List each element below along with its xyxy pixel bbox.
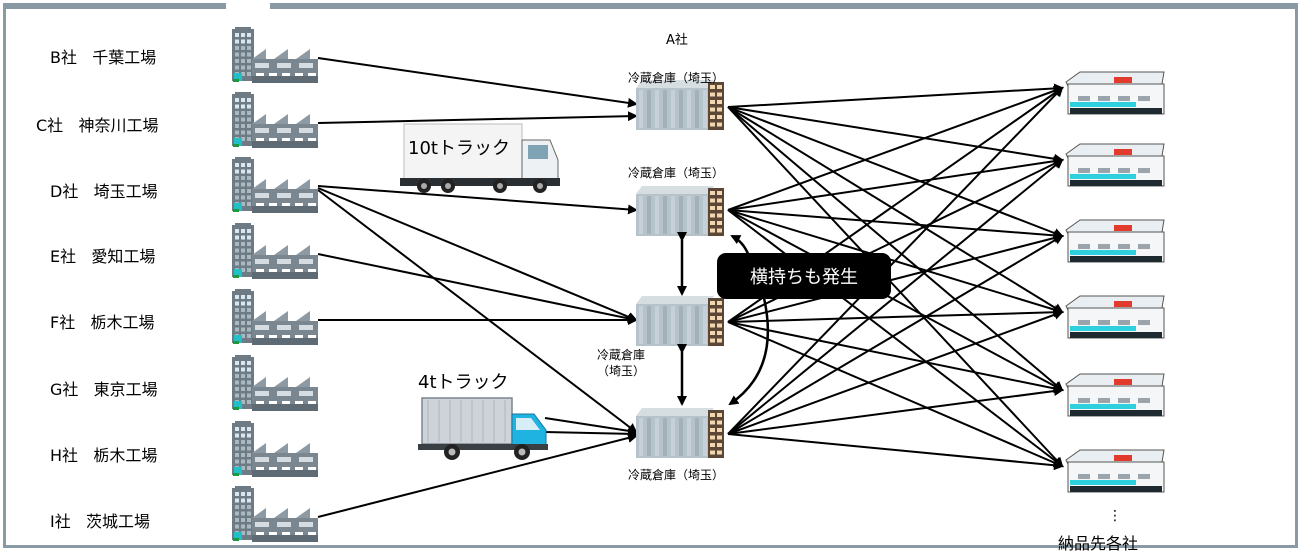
route-g-wh4	[544, 417, 638, 436]
route-wh4-dest2	[727, 158, 1064, 435]
destination-store-icon	[1065, 295, 1165, 339]
route-lines	[317, 57, 1064, 518]
warehouse-label-3: 冷蔵倉庫 （埼玉）	[597, 348, 646, 378]
destination-store-icon	[1065, 449, 1165, 493]
route-wh2-dest5	[727, 209, 1064, 391]
factory-icon	[232, 421, 318, 477]
factory-label-i: I社 茨城工場	[50, 512, 151, 531]
route-wh2-dest2	[727, 156, 1064, 211]
route-wh3-dest3	[727, 233, 1064, 323]
route-wh3-dest6	[727, 321, 1064, 468]
factory-label-d: D社 埼玉工場	[50, 182, 158, 201]
warehouse-icons	[636, 80, 724, 458]
destination-store-icon	[1065, 71, 1165, 115]
route-wh1-dest2	[727, 106, 1064, 164]
route-c-wh1	[317, 111, 638, 124]
route-h-wh4	[544, 428, 638, 439]
route-wh2-dest6	[727, 209, 1064, 468]
route-wh3-dest4	[727, 307, 1064, 323]
destination-store-icon	[1065, 219, 1165, 263]
truck-10t-label: 10tトラック	[408, 138, 510, 159]
route-wh4-dest3	[727, 234, 1064, 435]
destination-ellipsis: ⋮	[1108, 508, 1122, 524]
route-wh1-dest5	[727, 106, 1064, 392]
cross-curve-down	[728, 297, 770, 406]
route-d-wh3	[317, 187, 638, 322]
warehouse-icon	[636, 408, 724, 458]
truck-4t-label: 4tトラック	[418, 372, 509, 393]
route-wh1-dest4	[727, 106, 1064, 314]
company-a-label: A社	[666, 33, 688, 48]
factory-label-b: B社 千葉工場	[50, 48, 157, 67]
warehouse-icon	[636, 296, 724, 346]
route-wh3-dest5	[727, 321, 1064, 394]
factory-icon	[232, 289, 318, 345]
factory-icon	[232, 355, 318, 411]
factory-label-f: F社 栃木工場	[50, 313, 155, 332]
warehouse-icon	[636, 186, 724, 236]
warehouse-label-1: 冷蔵倉庫（埼玉）	[628, 71, 725, 85]
route-d-wh2	[317, 185, 638, 215]
cross-transport-badge: 横持ちも発生	[717, 253, 891, 299]
destination-icons	[1065, 71, 1165, 493]
warehouse-label-4: 冷蔵倉庫（埼玉）	[628, 468, 725, 482]
route-e-wh3	[317, 253, 638, 324]
route-wh1-dest3	[727, 106, 1064, 238]
destination-store-icon	[1065, 373, 1165, 417]
factory-icons	[232, 27, 318, 542]
route-wh2-dest1	[727, 86, 1064, 211]
factory-label-c: C社 神奈川工場	[36, 116, 159, 135]
destinations-label: 納品先各社	[1058, 534, 1139, 553]
truck-10t-icon	[400, 123, 560, 193]
factory-icon	[232, 27, 318, 83]
warehouse-icon	[636, 80, 724, 130]
factory-icon	[232, 92, 318, 148]
truck-4t-icon	[418, 397, 548, 460]
route-b-wh1	[317, 57, 638, 108]
warehouse-label-2: 冷蔵倉庫（埼玉）	[628, 166, 725, 180]
frame-gap	[226, 0, 270, 9]
route-wh4-dest5	[727, 386, 1064, 435]
factory-label-h: H社 栃木工場	[50, 446, 158, 465]
route-wh4-dest1	[727, 86, 1064, 435]
factory-icon	[232, 157, 318, 213]
route-i-wh4	[317, 433, 638, 518]
route-wh1-dest1	[727, 83, 1064, 108]
route-wh4-dest4	[727, 310, 1064, 435]
truck-icons	[400, 123, 560, 460]
factory-icon	[232, 486, 318, 542]
destination-store-icon	[1065, 143, 1165, 187]
route-wh4-dest6	[727, 433, 1064, 471]
route-wh1-dest6	[727, 106, 1064, 468]
factory-icon	[232, 223, 318, 279]
route-d-wh4	[317, 189, 638, 434]
route-wh2-dest3	[727, 209, 1064, 241]
factory-label-g: G社 東京工場	[50, 380, 158, 399]
factory-label-e: E社 愛知工場	[50, 247, 156, 266]
